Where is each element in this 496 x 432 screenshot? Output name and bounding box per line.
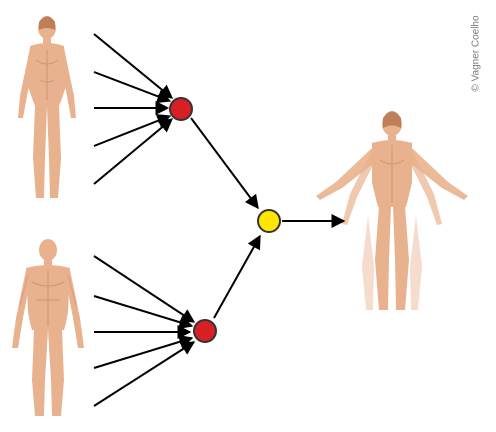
female-body-figure (18, 16, 76, 198)
female-node-to-offspring-arrow (191, 118, 258, 208)
female-input-arrow (94, 34, 172, 98)
offspring-node (253, 205, 285, 237)
female-body-figure-multiple-arms (316, 111, 468, 310)
copyright-credit: © Vagner Coelho (471, 0, 482, 114)
male-body-figure (12, 239, 84, 416)
female-parent-node (165, 93, 197, 125)
female-input-arrow (94, 119, 172, 184)
male-input-arrow (94, 342, 194, 406)
male-node-to-offspring-arrow (214, 236, 260, 318)
male-parent-node (189, 315, 221, 347)
